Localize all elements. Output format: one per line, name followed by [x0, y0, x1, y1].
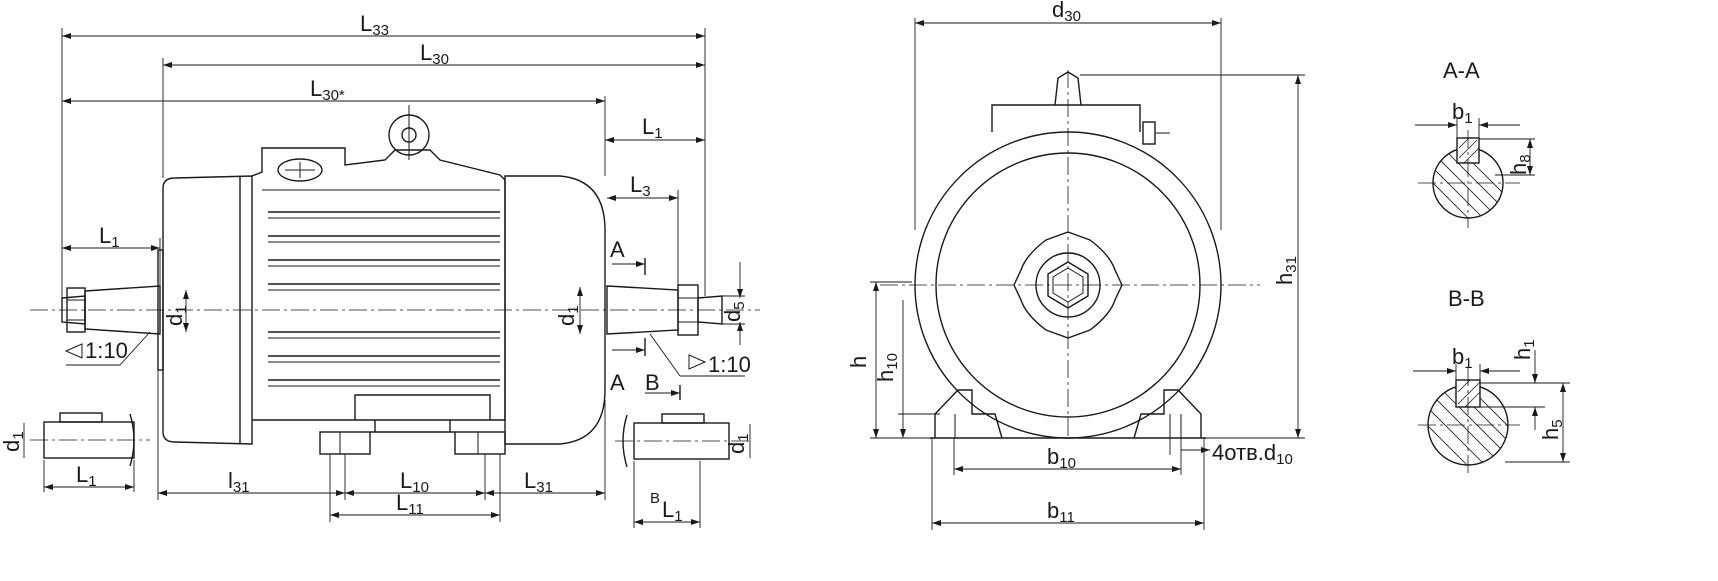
label-h31: h31 — [1272, 256, 1300, 285]
label-d1-bottom: d1 — [724, 433, 752, 454]
taper-left: 1:10 — [85, 338, 128, 363]
label-b10: b10 — [1047, 444, 1076, 472]
label-b1-aa: b1 — [1452, 99, 1473, 127]
label-d1-left: d1 — [162, 305, 190, 326]
label-L1-B: L1 — [662, 497, 683, 525]
label-L30-star: L30* — [310, 76, 345, 104]
side-view — [23, 28, 760, 528]
taper-right: 1:10 — [708, 352, 751, 377]
label-L11: L11 — [396, 490, 424, 518]
right-shaft-detail — [615, 413, 750, 468]
label-d5: d5 — [720, 301, 748, 322]
label-holes: 4отв.d10 — [1212, 440, 1293, 468]
label-L30: L30 — [420, 40, 449, 68]
marker-labels: A A B B 1:10 1:10 A-A B-B — [85, 58, 1485, 507]
label-d1-right: d1 — [554, 305, 582, 326]
label-b1-bb: b1 — [1452, 344, 1473, 372]
label-h10: h10 — [873, 353, 901, 382]
label-L31: L31 — [524, 468, 553, 496]
label-L33: L33 — [360, 11, 389, 39]
marker-b-bottom: B — [645, 370, 660, 395]
label-L1-small: L1 — [76, 462, 97, 490]
label-b11: b11 — [1047, 498, 1075, 526]
left-shaft-detail — [30, 412, 150, 467]
label-d1-small: d1 — [0, 431, 27, 452]
label-d30: d30 — [1052, 0, 1081, 25]
label-L1-right: L1 — [642, 114, 663, 142]
label-h: h — [846, 356, 871, 368]
label-L1-left: L1 — [99, 223, 120, 251]
label-L3: L3 — [630, 172, 651, 200]
cooling-fins — [268, 211, 500, 387]
label-h8: h8 — [1506, 154, 1534, 175]
label-L10: L10 — [400, 468, 429, 496]
label-h5: h5 — [1538, 419, 1566, 440]
section-bb — [1413, 350, 1570, 475]
front-view — [870, 18, 1305, 530]
label-l31: l31 — [228, 468, 250, 496]
section-bb-title: B-B — [1448, 286, 1485, 311]
feet — [319, 394, 506, 455]
marker-a-bottom: A — [610, 370, 625, 395]
lifting-eye — [388, 105, 430, 160]
marker-a-top: A — [610, 237, 625, 262]
dimension-labels: L33 L30 L30* L1 L3 L1 L1 L1 l31 L10 L11 … — [0, 0, 1566, 526]
section-aa — [1415, 118, 1535, 228]
marker-b-small: B — [650, 490, 660, 507]
section-aa-title: A-A — [1443, 58, 1480, 83]
label-h1: h1 — [1510, 339, 1538, 360]
